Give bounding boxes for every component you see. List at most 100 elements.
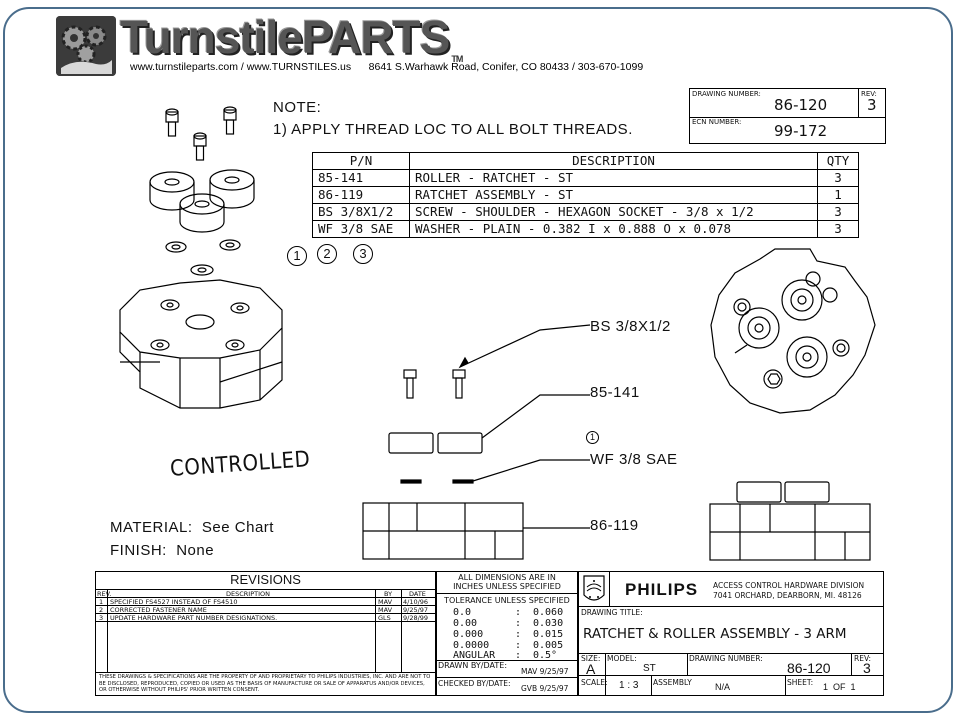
callout-note-ref: 1 [586, 431, 599, 444]
title-drawing-number-value: 86-120 [787, 660, 831, 676]
revisions-title: REVISIONS [230, 572, 301, 587]
rev-row-3-description: UPDATE HARDWARE PART NUMBER DESIGNATIONS… [110, 614, 278, 622]
cell-qty: 3 [817, 169, 859, 187]
drawing-number-box: DRAWING NUMBER: 86-120 REV: 3 ECN NUMBER… [689, 88, 886, 144]
table-row: WF 3/8 SAE WASHER - PLAIN - 0.382 I x 0.… [312, 220, 859, 238]
tol-row-1-value: 0.060 [533, 607, 564, 618]
philips-shield-icon [583, 575, 605, 605]
scale-value: 1 : 3 [619, 680, 639, 691]
drawn-by-label: DRAWN BY/DATE: [438, 661, 508, 670]
drawing-number-label: DRAWING NUMBER: [692, 90, 761, 98]
rev-row-1-by: MAV [378, 598, 393, 606]
ecn-label: ECN NUMBER: [692, 118, 742, 126]
header-qty: QTY [817, 152, 859, 170]
rev-row-2-description: CORRECTED FASTENER NAME [110, 606, 207, 614]
table-row: BS 3/8X1/2 SCREW - SHOULDER - HEXAGON SO… [312, 203, 859, 221]
company-name: PHILIPS [625, 580, 699, 599]
callout-screw: BS 3/8X1/2 [590, 318, 671, 335]
cell-pn: 86-119 [312, 186, 410, 204]
item-circle-1: 1 [287, 246, 307, 266]
table-row: 86-119 RATCHET ASSEMBLY - ST 1 [312, 186, 859, 204]
revisions-block: REVISIONS REV. DESCRIPTION BY DATE 1 SPE… [95, 571, 436, 696]
assembly-label: ASSEMBLY [653, 678, 692, 687]
tol-row-2-sep: : [515, 618, 522, 629]
note-line-1: 1) APPLY THREAD LOC TO ALL BOLT THREADS. [273, 121, 633, 138]
item-circle-3: 3 [353, 244, 373, 264]
tol-row-5-sep: : [515, 650, 522, 661]
description-col-header: DESCRIPTION [226, 590, 270, 598]
tol-row-3-label: 0.000 [453, 629, 484, 640]
note-title: NOTE: [273, 99, 322, 116]
ratchet-side-view-drawing [709, 481, 871, 561]
drawing-title-label: DRAWING TITLE: [581, 608, 643, 617]
tol-row-3-sep: : [515, 629, 522, 640]
tol-row-3-value: 0.015 [533, 629, 564, 640]
tol-row-4-sep: : [515, 640, 522, 651]
cell-description: WASHER - PLAIN - 0.382 I x 0.888 O x 0.0… [409, 220, 818, 238]
cell-pn: WF 3/8 SAE [312, 220, 410, 238]
callout-washer: WF 3/8 SAE [590, 451, 678, 468]
scale-label: SCALE: [581, 678, 608, 687]
page-frame [3, 7, 953, 713]
header-pn: P/N [312, 152, 410, 170]
cell-description: SCREW - SHOULDER - HEXAGON SOCKET - 3/8 … [409, 203, 818, 221]
sheet-value: 1 OF 1 [823, 682, 856, 692]
header-description: DESCRIPTION [409, 152, 818, 170]
drawing-number-value: 86-120 [774, 96, 828, 114]
finish-line: FINISH: None [110, 542, 215, 559]
gears-logo-icon [56, 16, 116, 76]
tol-row-4-value: 0.005 [533, 640, 564, 651]
material-line: MATERIAL: See Chart [110, 519, 274, 536]
callout-ratchet: 86-119 [590, 517, 639, 534]
item-circle-2: 2 [317, 244, 337, 264]
date-col-header: DATE [409, 590, 426, 598]
size-label: SIZE: [581, 654, 601, 663]
tol-row-4-label: 0.0000 [453, 640, 490, 651]
cell-qty: 3 [817, 220, 859, 238]
rev-row-2-date: 9/25/97 [403, 606, 429, 614]
callout-roller: 85-141 [590, 384, 640, 401]
cell-description: ROLLER - RATCHET - ST [409, 169, 818, 187]
rev-row-1-date: 4/10/96 [403, 598, 429, 606]
rev-col-header: REV. [97, 590, 112, 598]
tol-row-2-label: 0.00 [453, 618, 478, 629]
size-value: A [586, 661, 596, 677]
tol-row-5-label: ANGULAR [453, 650, 496, 661]
cell-qty: 1 [817, 186, 859, 204]
rev-row-3-date: 9/28/99 [403, 614, 429, 622]
exploded-isometric-drawing [119, 106, 283, 409]
tolerance-title: TOLERANCE UNLESS SPECIFIED [444, 596, 570, 605]
contact-line: www.turnstileparts.com / www.TURNSTILES.… [130, 61, 644, 73]
rev-row-3-rev: 3 [99, 614, 104, 622]
cell-description: RATCHET ASSEMBLY - ST [409, 186, 818, 204]
rev-row-3-by: GLS [378, 614, 391, 622]
assembly-value: N/A [715, 682, 731, 692]
table-row: 85-141 ROLLER - RATCHET - ST 3 [312, 169, 859, 187]
rev-value: 3 [867, 96, 877, 114]
rev-row-2-by: MAV [378, 606, 393, 614]
rev-row-1-description: SPECIFIED FS4527 INSTEAD OF FS4510 [110, 598, 238, 606]
dimensions-note-2: INCHES UNLESS SPECIFIED [453, 582, 561, 591]
tol-row-1-label: 0.0 [453, 607, 472, 618]
drawn-by-value: MAV 9/25/97 [521, 667, 569, 676]
tol-row-2-value: 0.030 [533, 618, 564, 629]
rev-row-1-rev: 1 [99, 598, 104, 606]
division-line-2: 7041 ORCHARD, DEARBORN, MI. 48126 [713, 591, 862, 600]
tolerance-block: ALL DIMENSIONS ARE IN INCHES UNLESS SPEC… [436, 571, 578, 696]
cell-qty: 3 [817, 203, 859, 221]
title-drawing-number-label: DRAWING NUMBER: [689, 654, 763, 663]
sheet-label: SHEET: [787, 678, 814, 687]
proprietary-disclaimer: THESE DRAWINGS & SPECIFICATIONS ARE THE … [99, 674, 431, 693]
title-rev-value: 3 [863, 660, 871, 676]
ratchet-top-view-drawing [710, 248, 876, 414]
by-col-header: BY [384, 590, 393, 598]
dimensions-note-1: ALL DIMENSIONS ARE IN [458, 573, 556, 582]
rev-label: REV: [861, 90, 877, 98]
exploded-side-view-drawing [362, 324, 591, 560]
division-line-1: ACCESS CONTROL HARDWARE DIVISION [713, 581, 865, 590]
title-block: PHILIPS ACCESS CONTROL HARDWARE DIVISION… [578, 571, 884, 696]
model-label: MODEL: [607, 654, 637, 663]
rev-row-2-rev: 2 [99, 606, 104, 614]
model-value: ST [643, 663, 656, 674]
